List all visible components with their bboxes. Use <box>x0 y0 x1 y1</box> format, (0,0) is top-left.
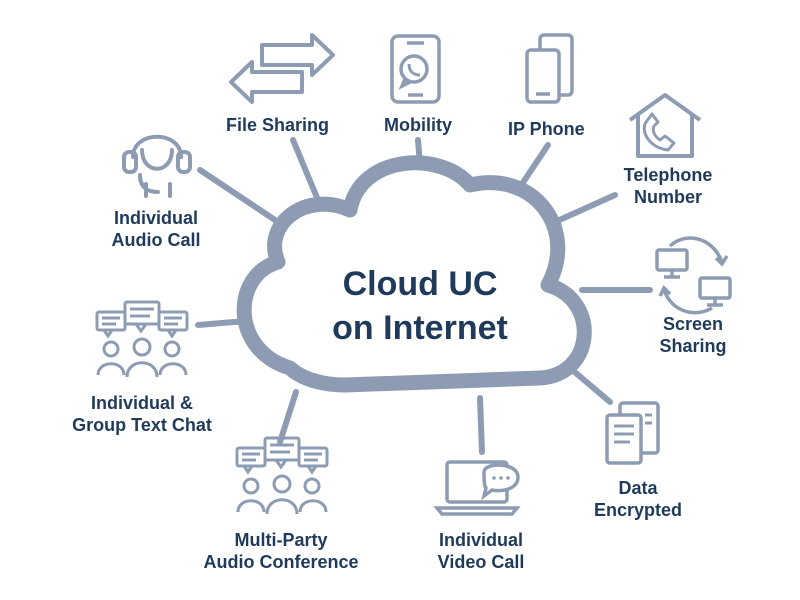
cloud-title-line-2: on Internet <box>332 309 508 347</box>
label-ip-phone-text: IP Phone <box>508 119 585 139</box>
documents-icon <box>605 401 660 465</box>
label-screen-sharing-line-2: Sharing <box>659 336 727 356</box>
connector-lines <box>195 137 653 455</box>
label-individual-audio-call-line-1: Individual <box>113 208 198 228</box>
label-group-text-chat-line-1: Individual & <box>90 393 194 413</box>
cloud-shape <box>236 155 592 393</box>
cloud-title: Cloud UC on Internet <box>332 262 508 350</box>
label-video-call-line-1: Individual <box>438 530 524 550</box>
label-telephone-number-line-1: Telephone <box>623 165 713 185</box>
ip-phone-icon <box>525 33 574 104</box>
label-group-text-chat: Individual & Group Text Chat <box>72 392 212 436</box>
house-phone-icon <box>628 93 702 158</box>
label-file-sharing: File Sharing <box>226 114 329 136</box>
label-mobility: Mobility <box>384 114 452 136</box>
label-telephone-number-line-2: Number <box>633 187 702 207</box>
label-video-call: Individual Video Call <box>438 529 525 573</box>
conference-icon <box>235 436 329 515</box>
label-screen-sharing: Screen Sharing <box>659 313 726 357</box>
label-file-sharing-text: File Sharing <box>226 115 330 135</box>
headset-icon <box>122 134 192 198</box>
label-video-call-line-2: Video Call <box>437 552 525 572</box>
label-individual-audio-call: Individual Audio Call <box>112 207 201 251</box>
label-audio-conference-line-2: Audio Conference <box>203 552 359 572</box>
label-data-encrypted-line-2: Encrypted <box>593 500 683 520</box>
laptop-chat-icon <box>433 460 521 516</box>
label-audio-conference-line-1: Multi-Party <box>234 530 328 550</box>
label-data-encrypted-line-1: Data <box>618 478 658 498</box>
screens-sync-icon <box>655 236 732 315</box>
group-chat-icon <box>95 300 189 378</box>
arrows-exchange-icon <box>229 33 335 104</box>
label-group-text-chat-line-2: Group Text Chat <box>72 415 212 435</box>
cloud-title-line-1: Cloud UC <box>342 265 498 303</box>
label-telephone-number: Telephone Number <box>624 164 713 208</box>
label-mobility-text: Mobility <box>384 115 452 135</box>
label-individual-audio-call-line-2: Audio Call <box>111 230 201 250</box>
label-ip-phone: IP Phone <box>508 118 585 140</box>
label-screen-sharing-line-1: Screen <box>662 314 724 334</box>
label-data-encrypted: Data Encrypted <box>594 477 682 521</box>
mobile-phone-icon <box>390 34 441 104</box>
label-audio-conference: Multi-Party Audio Conference <box>203 529 358 573</box>
